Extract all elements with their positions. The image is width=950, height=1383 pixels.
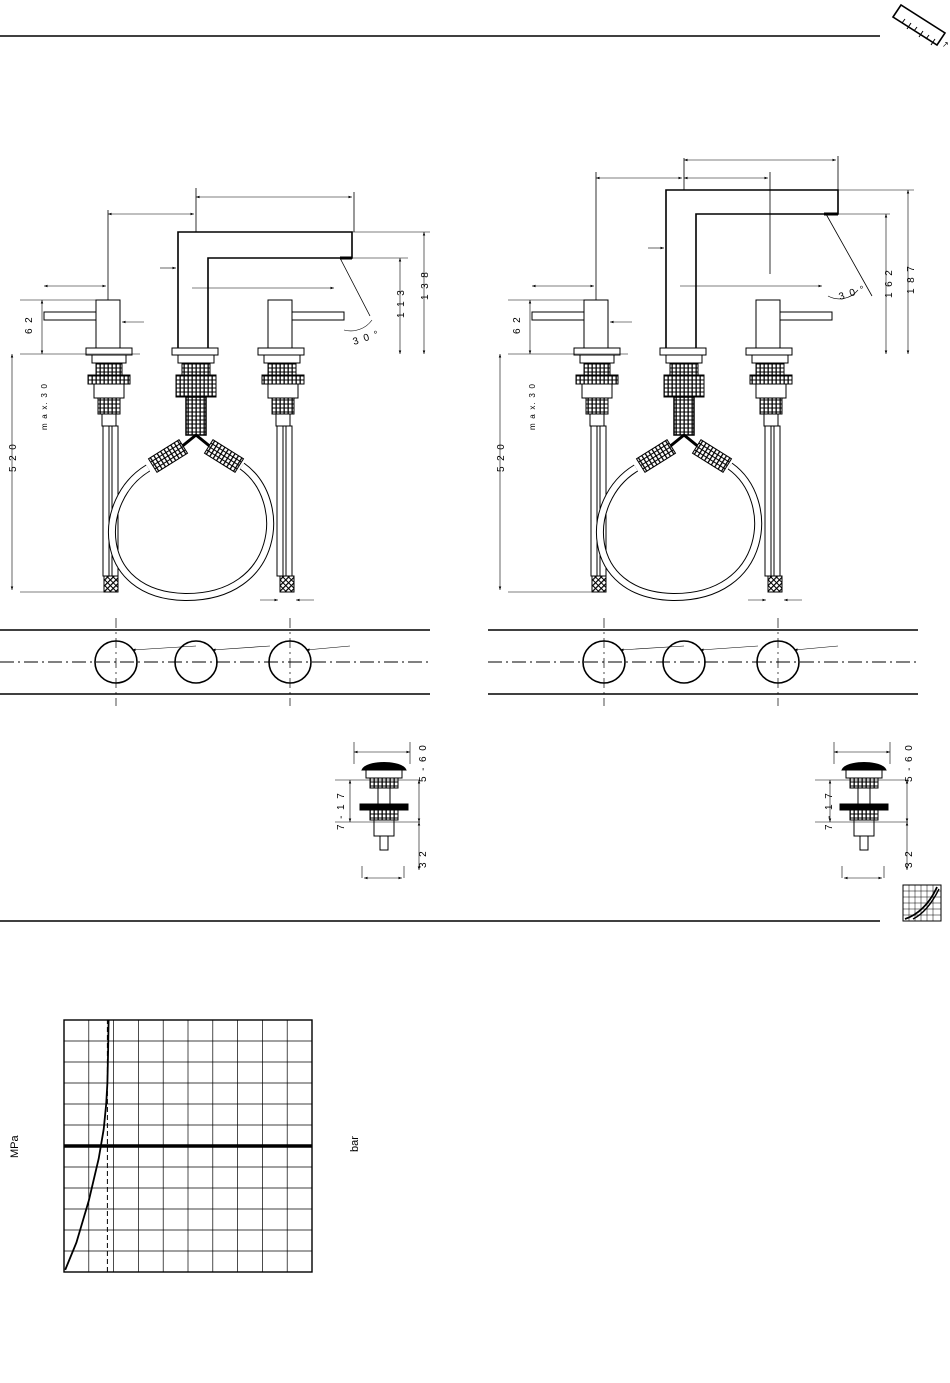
chart-ylabel-right: bar bbox=[349, 1136, 361, 1152]
right-spout-outlet: 1 6 2 bbox=[884, 269, 895, 298]
left-waste-top: 5 - 6 0 bbox=[418, 744, 429, 782]
right-spout-angle: 3 0 ° bbox=[838, 284, 868, 303]
svg-text:↗: ↗ bbox=[942, 40, 950, 49]
left-max-thickness: m a x. 3 0 bbox=[40, 383, 49, 430]
flow-pressure-chart: MPa bar bbox=[9, 1020, 361, 1272]
left-spout-angle: 3 0 ° bbox=[352, 329, 382, 348]
left-faucet-drawing bbox=[0, 188, 430, 878]
right-waste-top: 5 - 6 0 bbox=[904, 744, 915, 782]
left-spout-height: 1 3 8 bbox=[420, 271, 431, 300]
left-spout-outlet: 1 1 3 bbox=[396, 289, 407, 318]
right-hose-length: 5 2 0 bbox=[496, 443, 507, 472]
right-spout-height: 1 8 7 bbox=[906, 265, 917, 294]
left-lever-height: 6 2 bbox=[24, 316, 35, 334]
left-hose-length: 5 2 0 bbox=[8, 443, 19, 472]
right-lever-height: 6 2 bbox=[512, 316, 523, 334]
left-waste-mid: 7 - 1 7 bbox=[336, 792, 347, 830]
right-waste-mid: 7 - 1 7 bbox=[824, 792, 835, 830]
chart-ylabel-left: MPa bbox=[9, 1135, 21, 1159]
right-waste-bottom: 3 2 bbox=[904, 850, 915, 868]
right-faucet-drawing bbox=[488, 156, 918, 878]
right-max-thickness: m a x. 3 0 bbox=[528, 383, 537, 430]
flow-chart-icon bbox=[903, 885, 941, 921]
ruler-icon: ↗ bbox=[893, 5, 950, 49]
left-waste-bottom: 3 2 bbox=[418, 850, 429, 868]
